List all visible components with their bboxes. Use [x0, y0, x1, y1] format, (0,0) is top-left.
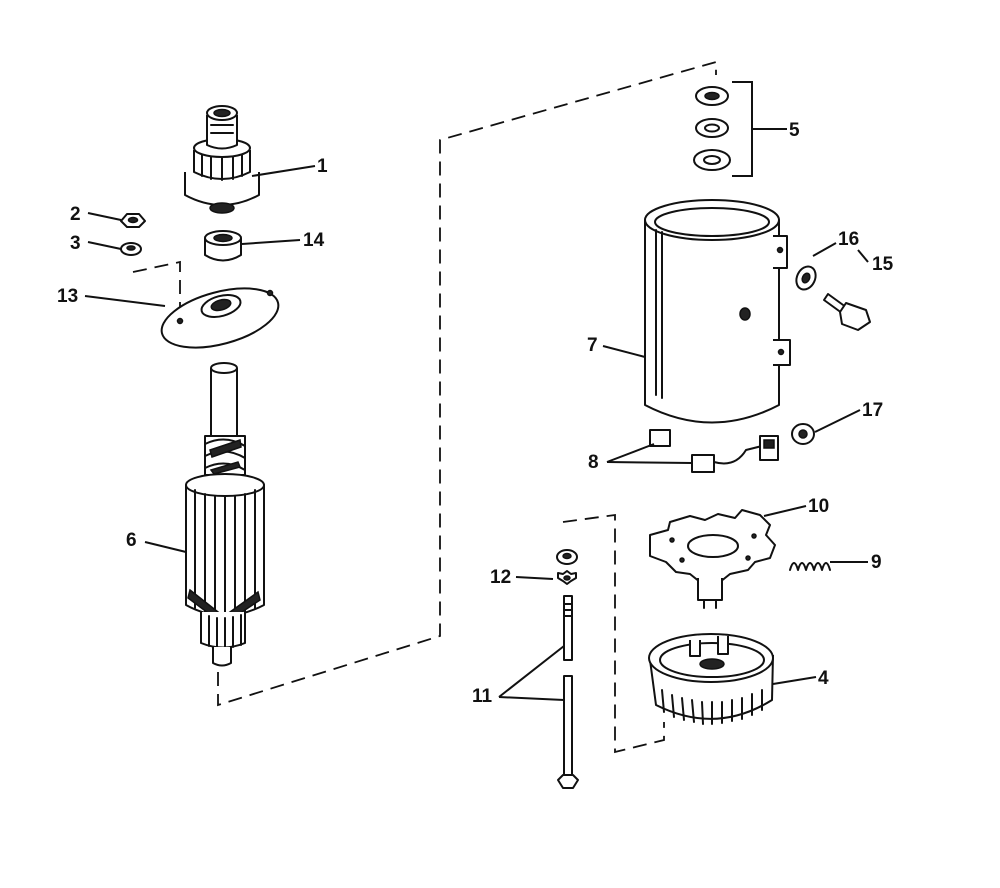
nut-part	[120, 213, 146, 228]
callout-1: 1	[317, 156, 328, 177]
brush-holder-part	[649, 509, 776, 609]
through-bolt-short-part	[823, 293, 871, 331]
star-washer-part	[556, 549, 578, 585]
end-plate-part	[160, 287, 280, 349]
callout-17: 17	[862, 400, 883, 421]
leader-lines	[84, 81, 869, 701]
bushing-part	[204, 230, 242, 262]
callout-2: 2	[70, 204, 81, 225]
commutator-end-cap-part	[648, 633, 774, 725]
callout-7: 7	[587, 335, 598, 356]
brush-spring-part	[789, 562, 831, 571]
callout-11: 11	[472, 686, 493, 707]
callout-16: 16	[838, 229, 859, 250]
frame-washer-part	[795, 265, 817, 291]
callout-8: 8	[588, 452, 599, 473]
brush-leads-part	[649, 429, 779, 473]
assembly-dashed-lines	[132, 60, 717, 754]
callout-5: 5	[789, 120, 800, 141]
callout-14: 14	[303, 230, 325, 251]
callout-3: 3	[70, 233, 81, 254]
callout-15: 15	[872, 254, 894, 275]
callout-4: 4	[818, 668, 829, 689]
callout-labels: 1 2 3 4 5 6 7 8 9 10 11 12 13 14 15 16 1…	[57, 120, 894, 707]
callout-10: 10	[808, 496, 829, 517]
thrust-washers-part	[693, 86, 731, 171]
lock-washer-part	[120, 242, 142, 256]
through-bolts-part	[557, 595, 579, 789]
field-frame-part	[644, 199, 791, 424]
callout-6: 6	[126, 530, 137, 551]
armature-part	[185, 362, 265, 667]
drive-pinion-part	[184, 105, 260, 214]
callout-13: 13	[57, 286, 78, 307]
terminal-nut-part	[791, 423, 815, 445]
callout-9: 9	[871, 552, 882, 573]
callout-12: 12	[490, 567, 511, 588]
